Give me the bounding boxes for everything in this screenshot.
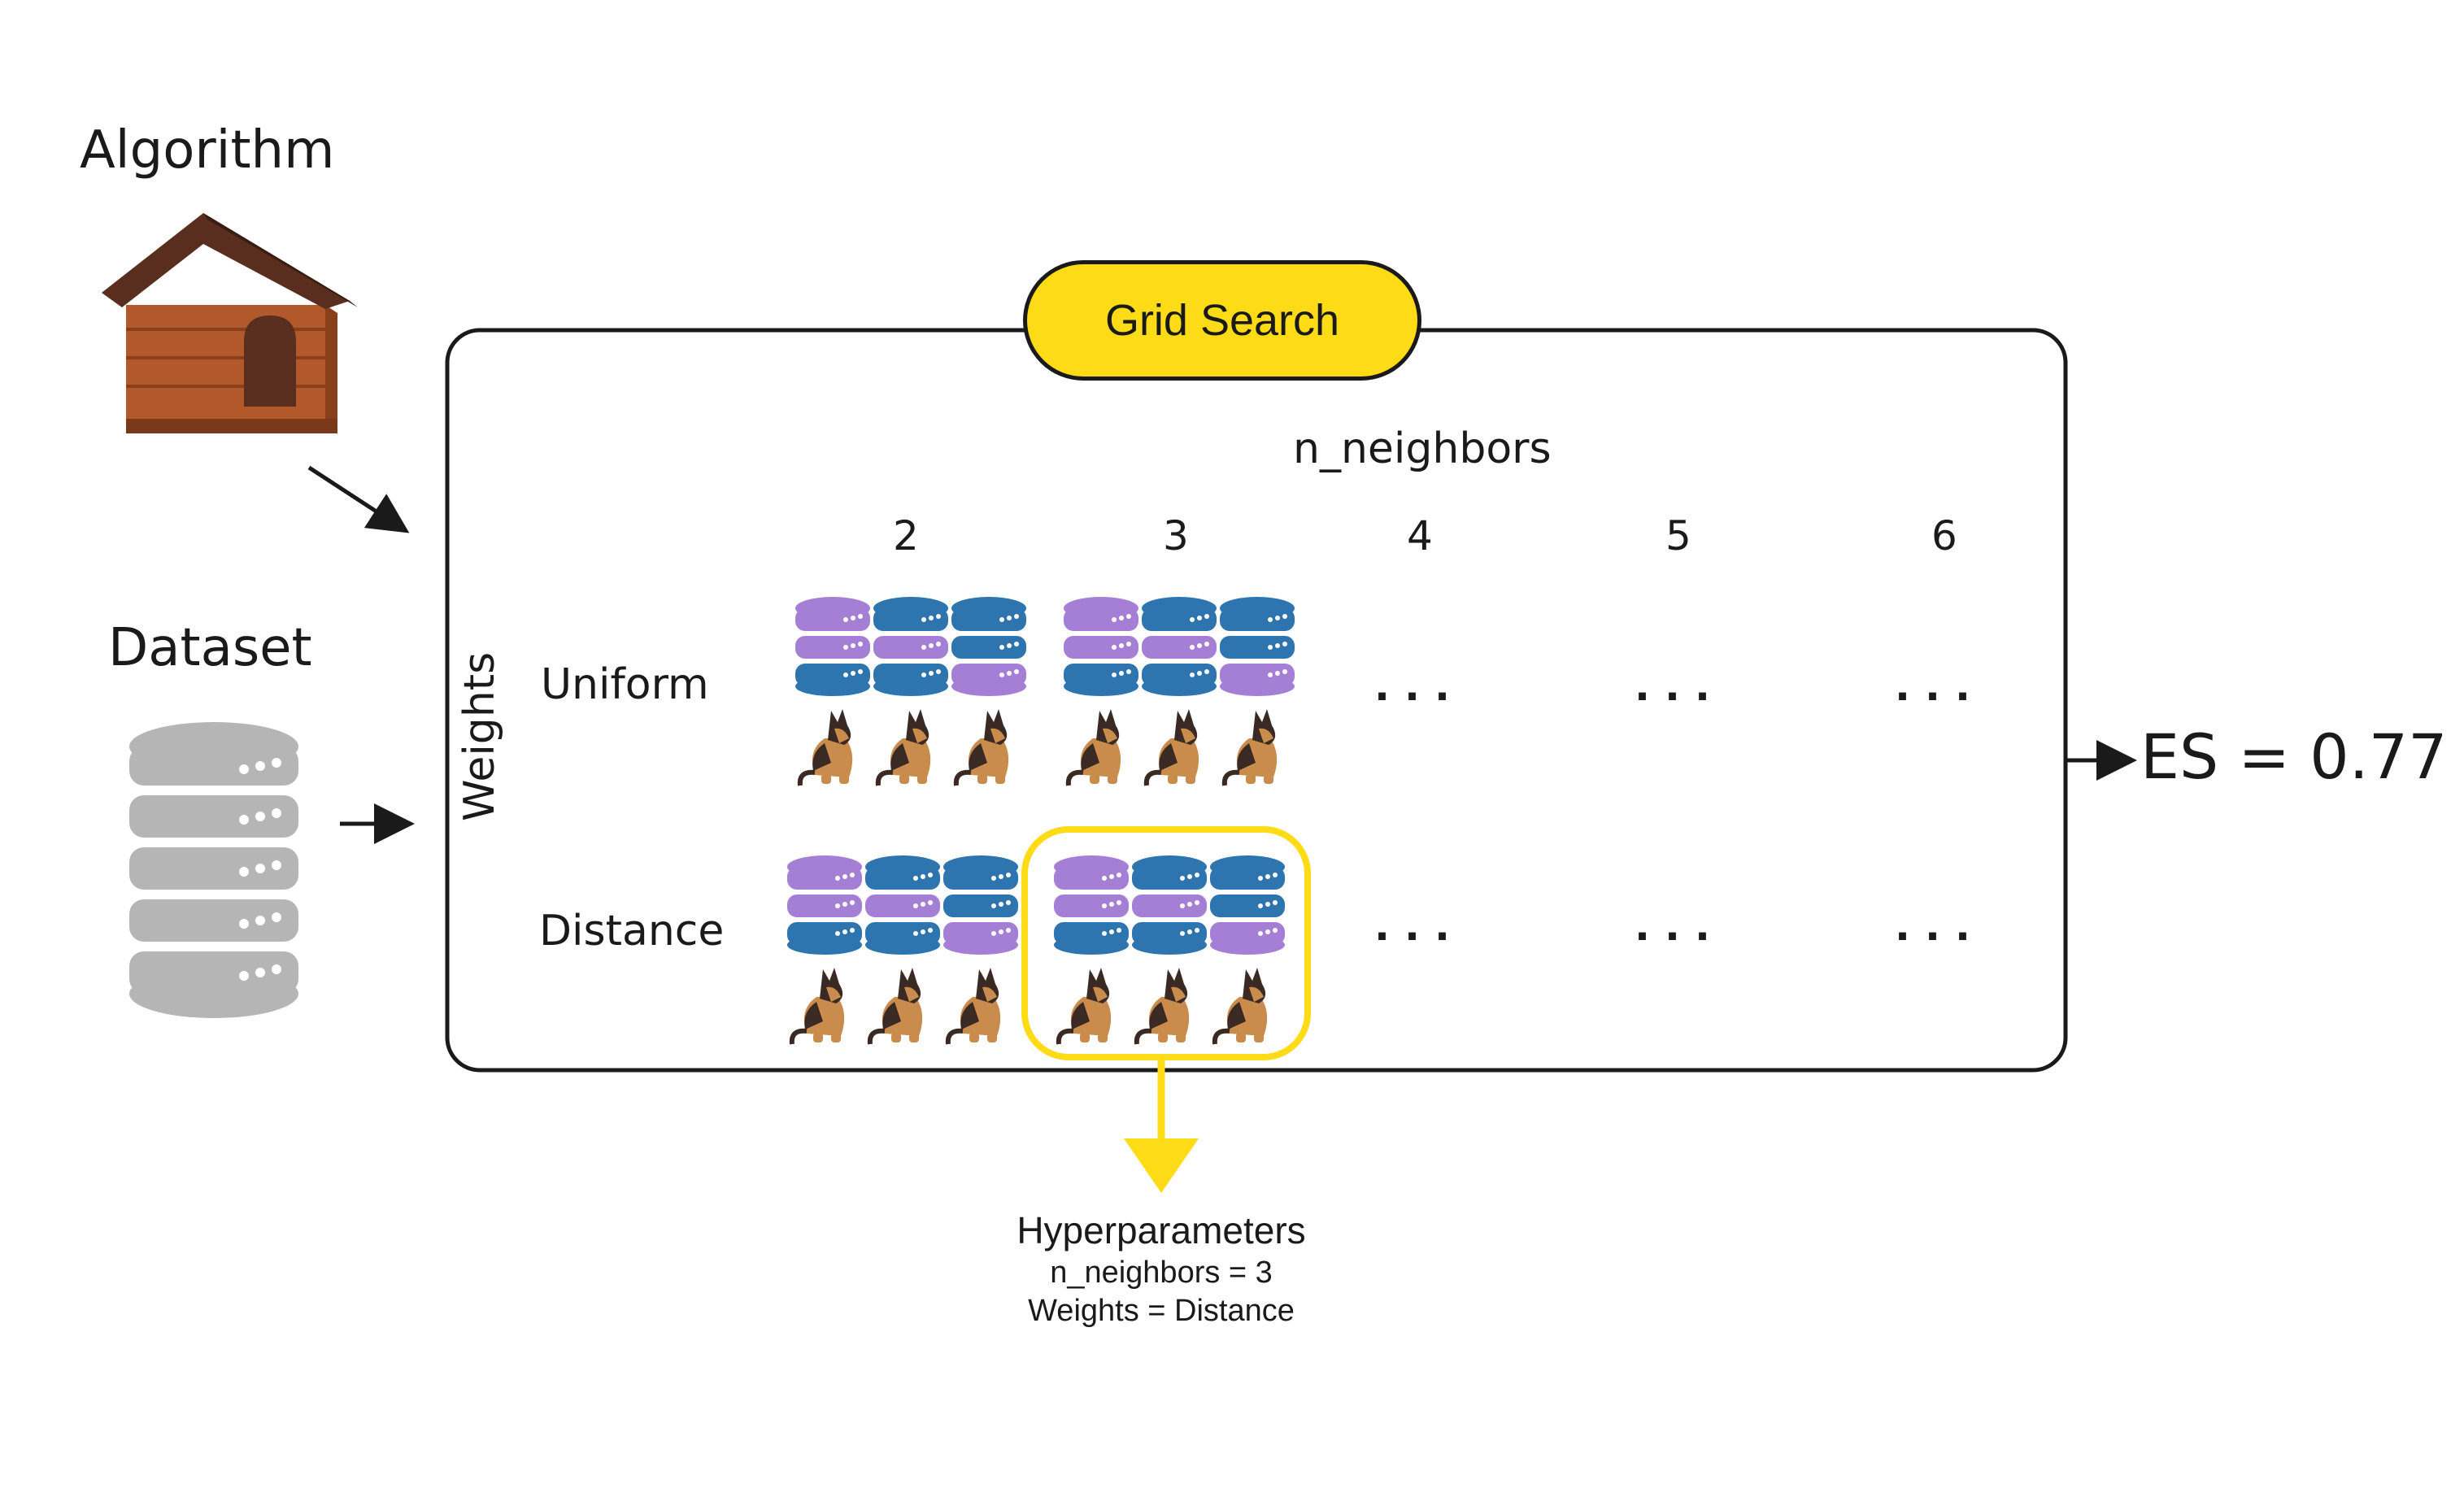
result-value: ES = 0.77 (2140, 720, 2448, 793)
cell-distance-3-database-stack-icon-1 (1054, 855, 1129, 955)
cell-distance-3-database-stack-icon-2 (1132, 855, 1207, 955)
algorithm-label: Algorithm (80, 120, 335, 181)
cell-uniform-3-dog-icon-2 (1143, 709, 1199, 786)
hyperparameters-title: Hyperparameters (1017, 1209, 1306, 1251)
x-axis-label: n_neighbors (1293, 424, 1552, 473)
cell-uniform-2-database-stack-icon-1 (795, 597, 870, 696)
cell-distance-2-database-stack-icon-3 (943, 855, 1018, 955)
column-label-3: 3 (1163, 512, 1189, 559)
cell-uniform-2-database-stack-icon-3 (951, 597, 1026, 696)
grid-search-label: Grid Search (1104, 296, 1340, 345)
row-label-distance: Distance (539, 907, 725, 955)
hyperparameters-line-2: Weights = Distance (1028, 1294, 1295, 1328)
algorithm-arrow (307, 465, 410, 533)
cell-distance-2-dog-icon-1 (789, 968, 845, 1045)
cell-distance-3-dog-icon-2 (1134, 968, 1190, 1045)
ellipsis-uniform-6: ... (1895, 663, 1985, 710)
grid-cells (787, 597, 1295, 1045)
ellipsis-uniform-5: ... (1635, 663, 1725, 710)
cell-uniform-3-dog-icon-1 (1065, 709, 1121, 786)
y-axis-label: Weights (455, 651, 504, 821)
cell-distance-2-dog-icon-3 (945, 968, 1001, 1045)
ellipsis-distance-5: ... (1635, 903, 1725, 950)
cell-distance-3-dog-icon-3 (1212, 968, 1268, 1045)
cell-distance-3-dog-icon-1 (1056, 968, 1112, 1045)
cell-uniform-3-database-stack-icon-3 (1220, 597, 1295, 696)
cell-uniform-2-dog-icon-1 (797, 709, 853, 786)
grid-search-pill: Grid Search (1023, 260, 1421, 381)
row-label-uniform: Uniform (541, 660, 709, 709)
cell-uniform-2-dog-icon-2 (875, 709, 931, 786)
column-label-4: 4 (1407, 512, 1433, 559)
hyperparameters-line-1: n_neighbors = 3 (1050, 1256, 1273, 1290)
cell-uniform-2-database-stack-icon-2 (873, 597, 948, 696)
cell-uniform-3-database-stack-icon-1 (1064, 597, 1138, 696)
cell-uniform-3-dog-icon-3 (1221, 709, 1278, 786)
ellipsis-uniform-4: ... (1374, 663, 1465, 710)
cell-uniform-3-database-stack-icon-2 (1142, 597, 1217, 696)
column-label-2: 2 (893, 512, 919, 559)
cell-distance-3-database-stack-icon-3 (1210, 855, 1285, 955)
ellipsis-distance-6: ... (1895, 903, 1985, 950)
cell-uniform-2-dog-icon-3 (953, 709, 1009, 786)
database-icon (129, 722, 298, 1018)
dataset-label: Dataset (108, 618, 312, 678)
hyperparameters-box: Hyperparameters n_neighbors = 3 Weights … (999, 1208, 1324, 1329)
cell-distance-2-dog-icon-2 (867, 968, 923, 1045)
cell-distance-2-database-stack-icon-2 (865, 855, 940, 955)
dog-house-icon (102, 213, 358, 433)
column-label-6: 6 (1931, 512, 1957, 559)
cell-distance-2-database-stack-icon-1 (787, 855, 862, 955)
selection-arrow-head (1124, 1138, 1199, 1193)
column-label-5: 5 (1665, 512, 1691, 559)
ellipsis-distance-4: ... (1374, 903, 1465, 950)
selected-cell-highlight (1021, 826, 1311, 1060)
